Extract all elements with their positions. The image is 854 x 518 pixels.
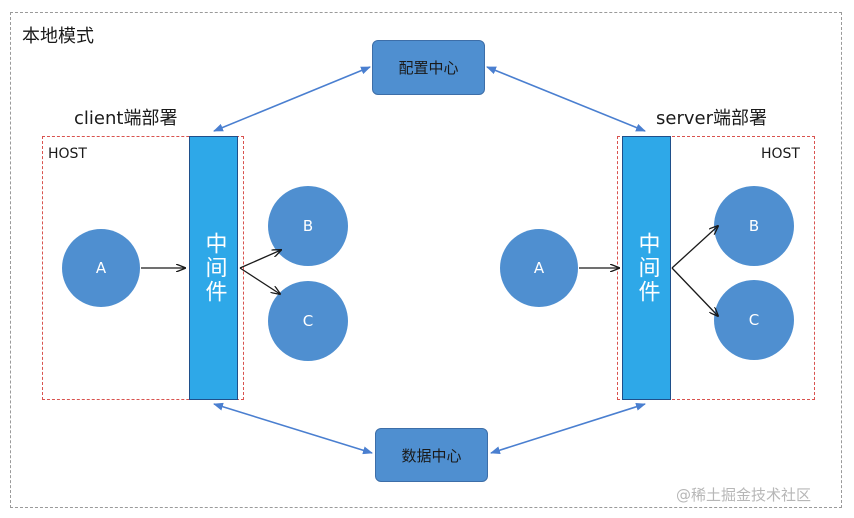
client-heading: client端部署 bbox=[74, 108, 178, 129]
client-node-b: B bbox=[268, 186, 348, 266]
server-host-label: HOST bbox=[761, 146, 800, 162]
server-node-a-label: A bbox=[533, 259, 545, 277]
server-node-c-label: C bbox=[748, 311, 760, 329]
server-middleware: 中间件 bbox=[622, 136, 671, 400]
client-node-b-label: B bbox=[302, 217, 314, 235]
client-host-label: HOST bbox=[48, 146, 87, 162]
data-center-box: 数据中心 bbox=[375, 428, 488, 482]
config-center-box: 配置中心 bbox=[372, 40, 485, 95]
local-mode-boundary bbox=[10, 12, 842, 508]
data-center-label: 数据中心 bbox=[401, 446, 462, 465]
client-middleware-label: 中间件 bbox=[201, 232, 227, 304]
client-node-c: C bbox=[268, 281, 348, 361]
server-node-a: A bbox=[500, 229, 578, 307]
server-node-b: B bbox=[714, 186, 794, 266]
server-middleware-label: 中间件 bbox=[634, 232, 660, 304]
watermark: @稀土掘金技术社区 bbox=[676, 486, 812, 504]
client-node-a: A bbox=[62, 229, 140, 307]
server-heading: server端部署 bbox=[656, 108, 767, 129]
server-node-b-label: B bbox=[748, 217, 760, 235]
server-node-c: C bbox=[714, 280, 794, 360]
client-node-c-label: C bbox=[302, 312, 314, 330]
client-middleware: 中间件 bbox=[189, 136, 238, 400]
config-center-label: 配置中心 bbox=[398, 59, 459, 77]
diagram-title: 本地模式 bbox=[22, 26, 94, 47]
client-node-a-label: A bbox=[95, 259, 107, 277]
